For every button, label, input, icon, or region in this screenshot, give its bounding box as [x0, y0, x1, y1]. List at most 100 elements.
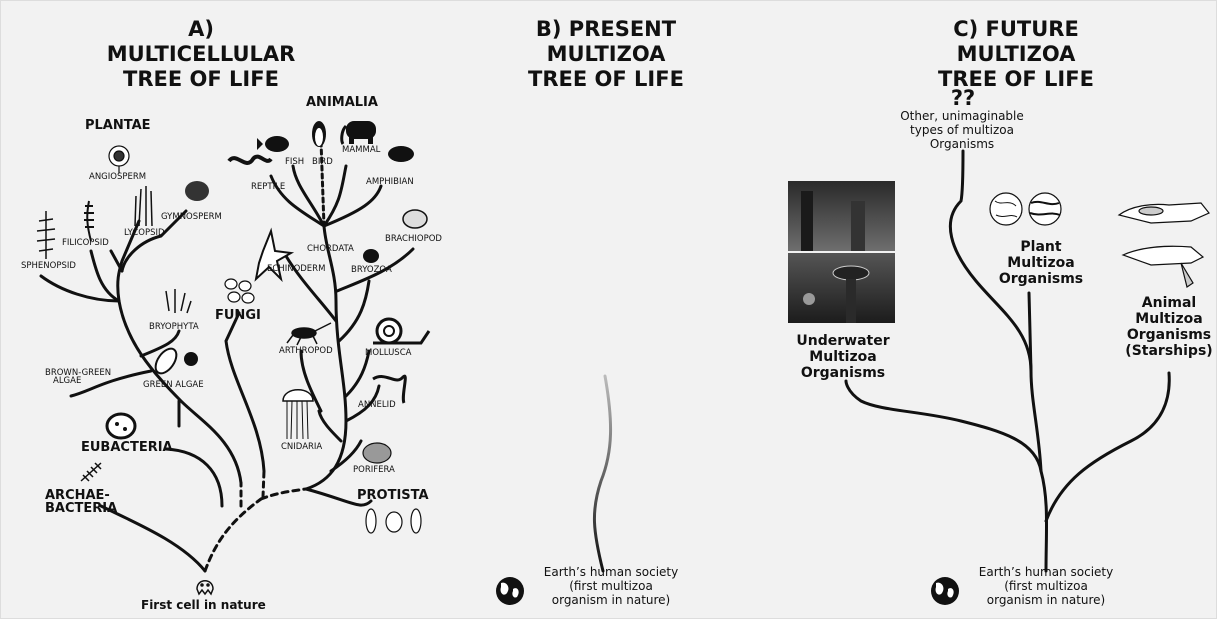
jellyfish-icon	[282, 389, 314, 440]
panel-b-root-line1: Earth’s human society	[543, 565, 679, 579]
panel-c-title-line1: C) FUTURE MULTIZOA	[953, 17, 1079, 66]
underwater-city-image	[788, 181, 895, 323]
panel-c-animal-line1: Animal	[1141, 295, 1197, 311]
label-chordata: CHORDATA	[307, 244, 354, 254]
panel-c-underwater-line3: Organisms	[800, 365, 886, 381]
label-filicopsid: FILICOPSID	[62, 238, 109, 248]
label-brown-green-algae-1: BROWN-GREEN	[45, 368, 112, 378]
arthropod-icon	[286, 322, 332, 346]
plant-planet-icon-2	[1028, 192, 1062, 226]
trunk-dashed-2	[259, 487, 308, 501]
label-bryophyta: BRYOPHYTA	[149, 322, 199, 332]
starfish-icon	[254, 227, 295, 283]
frog-icon	[388, 146, 414, 162]
c-trunk	[844, 379, 1049, 573]
panel-c-underwater-line2: Multizoa	[809, 349, 877, 365]
panel-c-animal-line2: Multizoa	[1135, 311, 1203, 327]
label-amphibian: AMPHIBIAN	[366, 177, 414, 187]
panel-a-title-line2: TREE OF LIFE	[123, 67, 279, 91]
earth-icon-b	[496, 577, 524, 605]
starship-icon-1	[1117, 202, 1210, 224]
panel-b-title-line2: TREE OF LIFE	[528, 67, 684, 91]
label-lycopsid: LYCOPSID	[124, 228, 165, 238]
first-cell-icon	[196, 580, 214, 596]
label-sphenopsid: SPHENOPSID	[21, 261, 76, 271]
label-bird: BIRD	[312, 157, 333, 167]
panel-b-title: B) PRESENT MULTIZOA TREE OF LIFE	[481, 17, 731, 92]
archaebacteria-icon	[80, 462, 102, 482]
protista-icon	[365, 508, 422, 534]
panel-b-root-line3: organism in nature)	[551, 593, 671, 607]
panel-b-root-label: Earth’s human society (first multizoa or…	[521, 565, 701, 607]
label-mollusca: MOLLUSCA	[365, 348, 412, 358]
fungi-icon	[224, 278, 255, 304]
snail-icon	[373, 317, 431, 345]
label-archaebacteria-1: ARCHAE-	[45, 488, 110, 503]
gymnosperm-icon	[185, 181, 209, 201]
panel-c-plant-line1: Plant	[1020, 239, 1062, 255]
panel-c-root-line2: (first multizoa	[1004, 579, 1088, 593]
panel-c-animal-line4: (Starships)	[1125, 343, 1213, 359]
penguin-icon	[312, 121, 326, 147]
panel-c-underwater-line1: Underwater	[796, 333, 890, 349]
label-fish: FISH	[285, 157, 305, 167]
label-echinoderm: ECHINODERM	[267, 264, 326, 274]
green-algae-icon	[154, 347, 198, 375]
panel-c-other-line3: Organisms	[929, 137, 995, 151]
panel-c-title-line2: TREE OF LIFE	[938, 67, 1094, 91]
label-brown-green-algae-2: ALGAE	[53, 376, 82, 386]
panel-c-title: C) FUTURE MULTIZOA TREE OF LIFE	[891, 17, 1141, 92]
label-porifera: PORIFERA	[353, 465, 395, 475]
label-arthropod: ARTHROPOD	[279, 346, 333, 356]
fish-icon	[257, 136, 289, 152]
panel-a-title-line1: A) MULTICELLULAR	[106, 17, 296, 66]
label-annelid: ANNELID	[358, 400, 396, 410]
panel-c-underwater-label: Underwater Multizoa Organisms	[783, 333, 903, 381]
panel-c-root-label: Earth’s human society (first multizoa or…	[956, 565, 1136, 607]
panel-c-plant-label: Plant Multizoa Organisms	[991, 239, 1091, 287]
panel-c-plant-line2: Multizoa	[1007, 255, 1075, 271]
label-animalia: ANIMALIA	[306, 95, 378, 110]
label-archaebacteria-2: BACTERIA	[45, 501, 118, 516]
label-plantae: PLANTAE	[85, 118, 151, 133]
label-protista: PROTISTA	[357, 488, 429, 503]
sphenopsid-icon	[36, 211, 56, 259]
label-first-cell: First cell in nature	[141, 598, 266, 612]
label-angiosperm: ANGIOSPERM	[89, 172, 147, 182]
label-brachiopod: BRACHIOPOD	[385, 234, 442, 244]
label-gymnosperm: GYMNOSPERM	[161, 212, 222, 222]
eubacteria-icon	[105, 412, 137, 440]
panel-c-plant-line3: Organisms	[998, 271, 1084, 287]
lycopsid-icon	[134, 186, 153, 227]
trunk-dashed-4	[261, 469, 266, 499]
plant-planet-icon-1	[989, 192, 1023, 226]
brachiopod-icon	[402, 209, 428, 229]
panel-c-question-marks: ??	[950, 86, 976, 110]
panel-c-other-line1: Other, unimaginable	[900, 109, 1024, 123]
label-bryozoa: BRYOZOA	[351, 265, 392, 275]
label-green-algae: GREEN ALGAE	[143, 380, 204, 390]
label-fungi: FUNGI	[215, 308, 261, 323]
label-cnidaria: CNIDARIA	[281, 442, 323, 452]
bryophyta-icon	[165, 289, 192, 314]
sponge-icon	[362, 442, 392, 464]
b-branch	[593, 374, 613, 573]
panel-c-root-line1: Earth’s human society	[978, 565, 1114, 579]
bryozoa-icon	[363, 249, 379, 263]
earth-icon-c	[931, 577, 959, 605]
label-reptile: REPTILE	[251, 182, 286, 192]
panel-c-animal-line3: Organisms	[1126, 327, 1212, 343]
angiosperm-icon	[108, 145, 130, 173]
panel-c-other-line2: types of multizoa	[910, 123, 1014, 137]
panel-c-root-line3: organism in nature)	[986, 593, 1106, 607]
panel-c-other-label: Other, unimaginable types of multizoa Or…	[877, 109, 1047, 151]
panel-b-title-line1: B) PRESENT MULTIZOA	[535, 17, 677, 66]
snake-icon	[227, 154, 273, 165]
filicopsid-icon	[84, 200, 94, 242]
panel-a-title: A) MULTICELLULAR TREE OF LIFE	[101, 17, 301, 92]
starship-icon-2	[1121, 245, 1205, 288]
